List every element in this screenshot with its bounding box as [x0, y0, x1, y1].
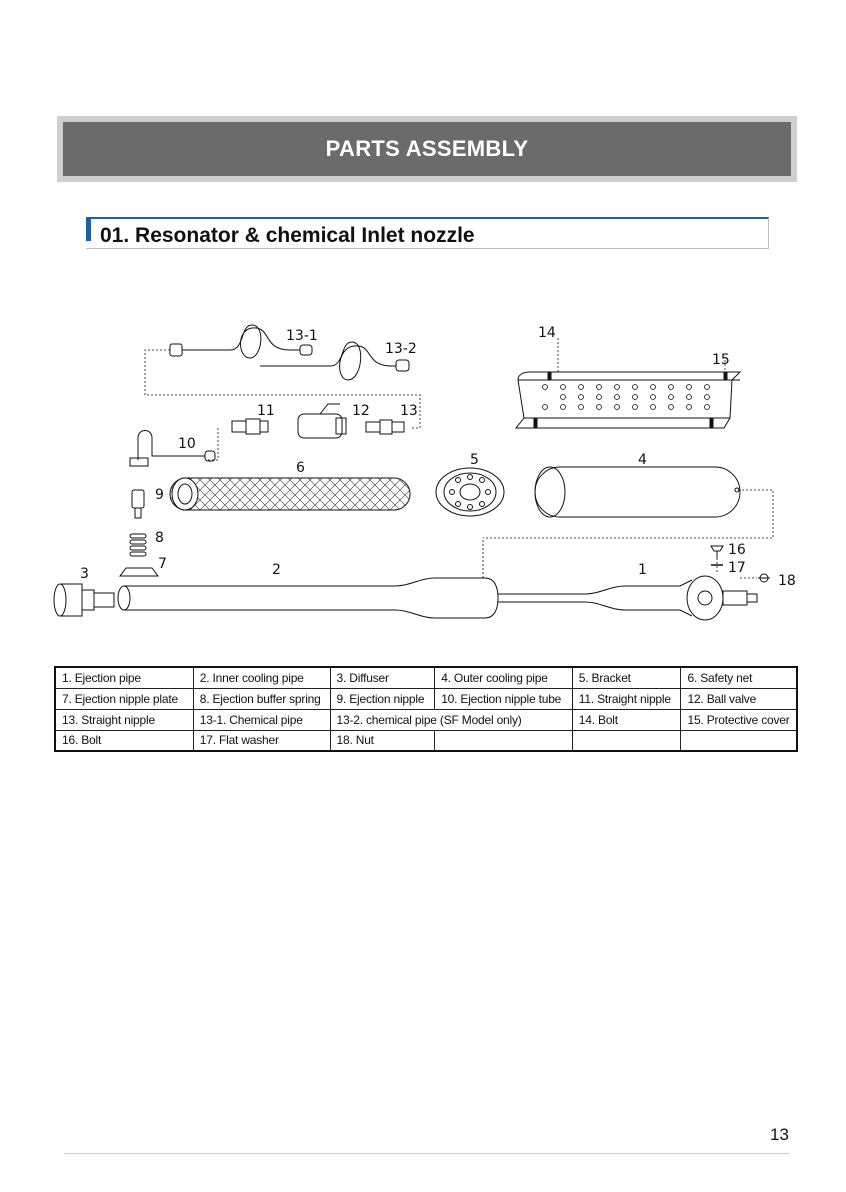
chemical-pipe-13-1 [169, 324, 313, 359]
safety-net-6 [169, 477, 411, 511]
table-cell: 15. Protective cover [680, 708, 798, 731]
page-number: 13 [770, 1125, 789, 1144]
table-row: 1. Ejection pipe 2. Inner cooling pipe 3… [54, 666, 798, 689]
callout-6: 6 [296, 460, 305, 476]
table-cell: 10. Ejection nipple tube [434, 687, 573, 710]
table-cell: 3. Diffuser [329, 666, 436, 689]
outer-cooling-pipe-4 [534, 466, 741, 518]
table-cell [571, 729, 682, 752]
table-cell: 12. Ball valve [680, 687, 798, 710]
straight-nipple-11 [231, 418, 269, 435]
callout-4: 4 [638, 452, 647, 468]
callout-8: 8 [155, 530, 164, 546]
table-cell: 2. Inner cooling pipe [192, 666, 331, 689]
table-row: 7. Ejection nipple plate 8. Ejection buf… [54, 687, 798, 710]
ejection-nipple-tube-10 [129, 430, 216, 467]
footer-divider [64, 1153, 790, 1154]
table-cell: 13-1. Chemical pipe [192, 708, 331, 731]
callout-16: 16 [728, 542, 746, 558]
callout-1: 1 [638, 562, 647, 578]
table-cell: 1. Ejection pipe [54, 666, 194, 689]
ejection-buffer-spring-8 [129, 533, 147, 557]
callout-labels: 13-1 13-2 14 15 11 12 13 10 6 5 4 9 8 7 … [80, 325, 796, 589]
table-cell: 6. Safety net [680, 666, 798, 689]
callout-13-1: 13-1 [286, 328, 318, 344]
table-cell: 18. Nut [329, 729, 436, 752]
callout-13-2: 13-2 [385, 341, 417, 357]
bracket-5 [435, 467, 505, 517]
chemical-pipe-13-2 [260, 341, 410, 381]
callout-17: 17 [728, 560, 746, 576]
callout-18: 18 [778, 573, 796, 589]
section-heading: 01. Resonator & chemical Inlet nozzle [86, 217, 769, 249]
callout-14: 14 [538, 325, 556, 341]
callout-15: 15 [712, 352, 730, 368]
table-cell: 11. Straight nipple [571, 687, 682, 710]
callout-13: 13 [400, 403, 418, 419]
table-cell: 5. Bracket [571, 666, 682, 689]
nut-18 [758, 573, 770, 583]
table-row: 16. Bolt 17. Flat washer 18. Nut [54, 729, 798, 752]
bolt-16 [710, 545, 724, 558]
table-cell: 13. Straight nipple [54, 708, 194, 731]
callout-11: 11 [257, 403, 275, 419]
table-cell [434, 729, 573, 752]
table-cell: 16. Bolt [54, 729, 194, 752]
table-row: 13. Straight nipple 13-1. Chemical pipe … [54, 708, 798, 731]
table-cell: 13-2. chemical pipe (SF Model only) [329, 708, 573, 731]
ejection-pipe-1 [498, 575, 758, 621]
table-cell: 8. Ejection buffer spring [192, 687, 331, 710]
callout-2: 2 [272, 562, 281, 578]
callout-9: 9 [155, 487, 164, 503]
callout-5: 5 [470, 452, 479, 468]
page-title: PARTS ASSEMBLY [325, 136, 529, 161]
leader-lines [144, 338, 774, 580]
table-cell: 4. Outer cooling pipe [434, 666, 573, 689]
diffuser-3 [53, 583, 115, 617]
table-cell: 14. Bolt [571, 708, 682, 731]
ejection-nipple-plate-7 [119, 567, 159, 577]
inner-cooling-pipe-2 [117, 577, 499, 619]
callout-10: 10 [178, 436, 196, 452]
callout-7: 7 [158, 556, 167, 572]
table-cell: 17. Flat washer [192, 729, 331, 752]
callout-12: 12 [352, 403, 370, 419]
protective-cover-15 [514, 371, 742, 429]
table-cell: 9. Ejection nipple [329, 687, 436, 710]
table-cell: 7. Ejection nipple plate [54, 687, 194, 710]
table-cell [680, 729, 798, 752]
ball-valve-12 [297, 403, 347, 439]
exploded-assembly-diagram: 13-1 13-2 14 15 11 12 13 10 6 5 4 9 8 7 … [53, 324, 796, 621]
callout-3: 3 [80, 566, 89, 582]
straight-nipple-13 [365, 419, 405, 435]
section-accent-bar [86, 217, 91, 241]
parts-list-table: 1. Ejection pipe 2. Inner cooling pipe 3… [54, 666, 798, 752]
ejection-nipple-9 [131, 489, 145, 519]
title-banner: PARTS ASSEMBLY [57, 116, 797, 182]
cover-holes [542, 384, 710, 410]
title-banner-inner: PARTS ASSEMBLY [63, 122, 791, 176]
section-title: 01. Resonator & chemical Inlet nozzle [100, 224, 475, 247]
